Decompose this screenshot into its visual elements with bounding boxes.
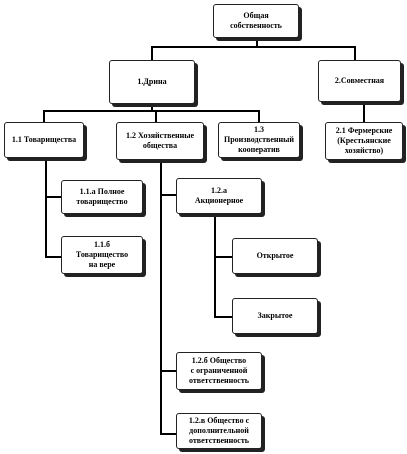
node-production-coop: 1.3 Производственный кооператив [218, 122, 300, 158]
node-alc: 1.2.в Общество с дополнительной ответств… [176, 413, 262, 449]
connector-to-partnerships [43, 110, 45, 122]
node-farm: 2.1 Фермерские (Крестьянские хозяйство) [325, 122, 403, 160]
connector-to-open [214, 256, 232, 258]
connector-root-down [256, 38, 258, 48]
node-private: 1.Дрина [109, 60, 195, 104]
connector-to-coop [258, 110, 260, 122]
connector-to-llc [160, 370, 176, 372]
connector-to-companies [155, 110, 157, 122]
connector-partnerships-spine [45, 158, 47, 258]
node-open: Открытое [232, 238, 318, 274]
connector-to-joint-stock [160, 194, 176, 196]
connector-to-joint [354, 46, 356, 60]
connector-to-full-partnership [45, 196, 61, 198]
connector-top-bus [151, 46, 356, 48]
node-full-partnership: 1.1.а Полное товарищество [61, 180, 143, 214]
connector-mid-bus [43, 110, 260, 112]
connector-to-limited-partnership [45, 256, 61, 258]
node-joint: 2.Совместная [318, 60, 401, 102]
connector-private-down [151, 104, 153, 112]
connector-companies-spine [160, 160, 162, 435]
connector-joint-stock-spine [214, 214, 216, 318]
node-business-companies: 1.2 Хозяйственные общества [116, 122, 204, 160]
connector-to-private [151, 46, 153, 60]
node-limited-partnership: 1.1.б Товарищество на вере [61, 236, 143, 274]
connector-to-alc [160, 433, 176, 435]
connector-to-closed [214, 316, 232, 318]
connector-joint-to-farm [363, 102, 365, 122]
node-closed: Закрытое [232, 298, 318, 334]
node-joint-stock: 1.2.а Акционерное [176, 178, 262, 214]
node-root: Общая собственность [213, 4, 299, 38]
node-partnerships: 1.1 Товарищества [4, 122, 84, 158]
node-llc: 1.2.б Общество с ограниченной ответствен… [176, 352, 262, 390]
